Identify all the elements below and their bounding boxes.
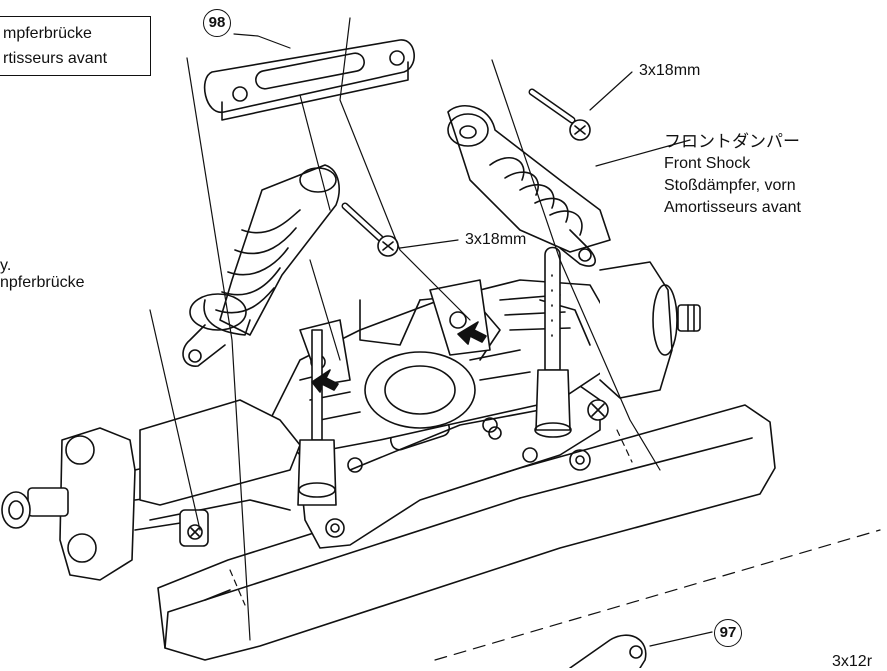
part-number-97: 97 — [714, 619, 742, 647]
front-shock-label: フロントダンパー Front Shock Stoßdämpfer, vorn A… — [664, 131, 801, 219]
part-97-bracket — [569, 634, 647, 668]
front-shock-label-fr: Amortisseurs avant — [664, 199, 801, 216]
left-note-line1: y. — [0, 257, 12, 274]
front-posts — [297, 246, 572, 506]
insertion-arrows — [311, 321, 487, 393]
shock-bridge — [203, 39, 415, 121]
front-shock-label-de: Stoßdämpfer, vorn — [664, 177, 796, 194]
shock-bridge-label-box: mpferbrücke rtisseurs avant — [0, 16, 151, 76]
box-label-line2: rtisseurs avant — [3, 50, 108, 67]
leader-lines — [233, 33, 713, 647]
alignment-lines — [149, 17, 881, 661]
left-suspension-arm — [139, 399, 301, 547]
part-number-98: 98 — [203, 9, 231, 37]
screw-label-bottom-right: 3x12r — [832, 653, 873, 670]
screw-label-middle: 3x18mm — [465, 231, 527, 248]
left-shock-absorber — [182, 164, 340, 367]
screw-label-top: 3x18mm — [639, 62, 701, 79]
front-shock-label-en: Front Shock — [664, 155, 751, 172]
right-wheel-hub — [599, 261, 701, 399]
front-shock-label-jp: フロントダンパー — [664, 132, 800, 151]
chassis-screws — [587, 399, 609, 421]
screw-middle-3x18 — [341, 202, 399, 257]
left-note-line2: npferbrücke — [0, 274, 85, 291]
screw-top-3x18 — [528, 88, 591, 141]
box-label-line1: mpferbrücke — [3, 25, 92, 42]
